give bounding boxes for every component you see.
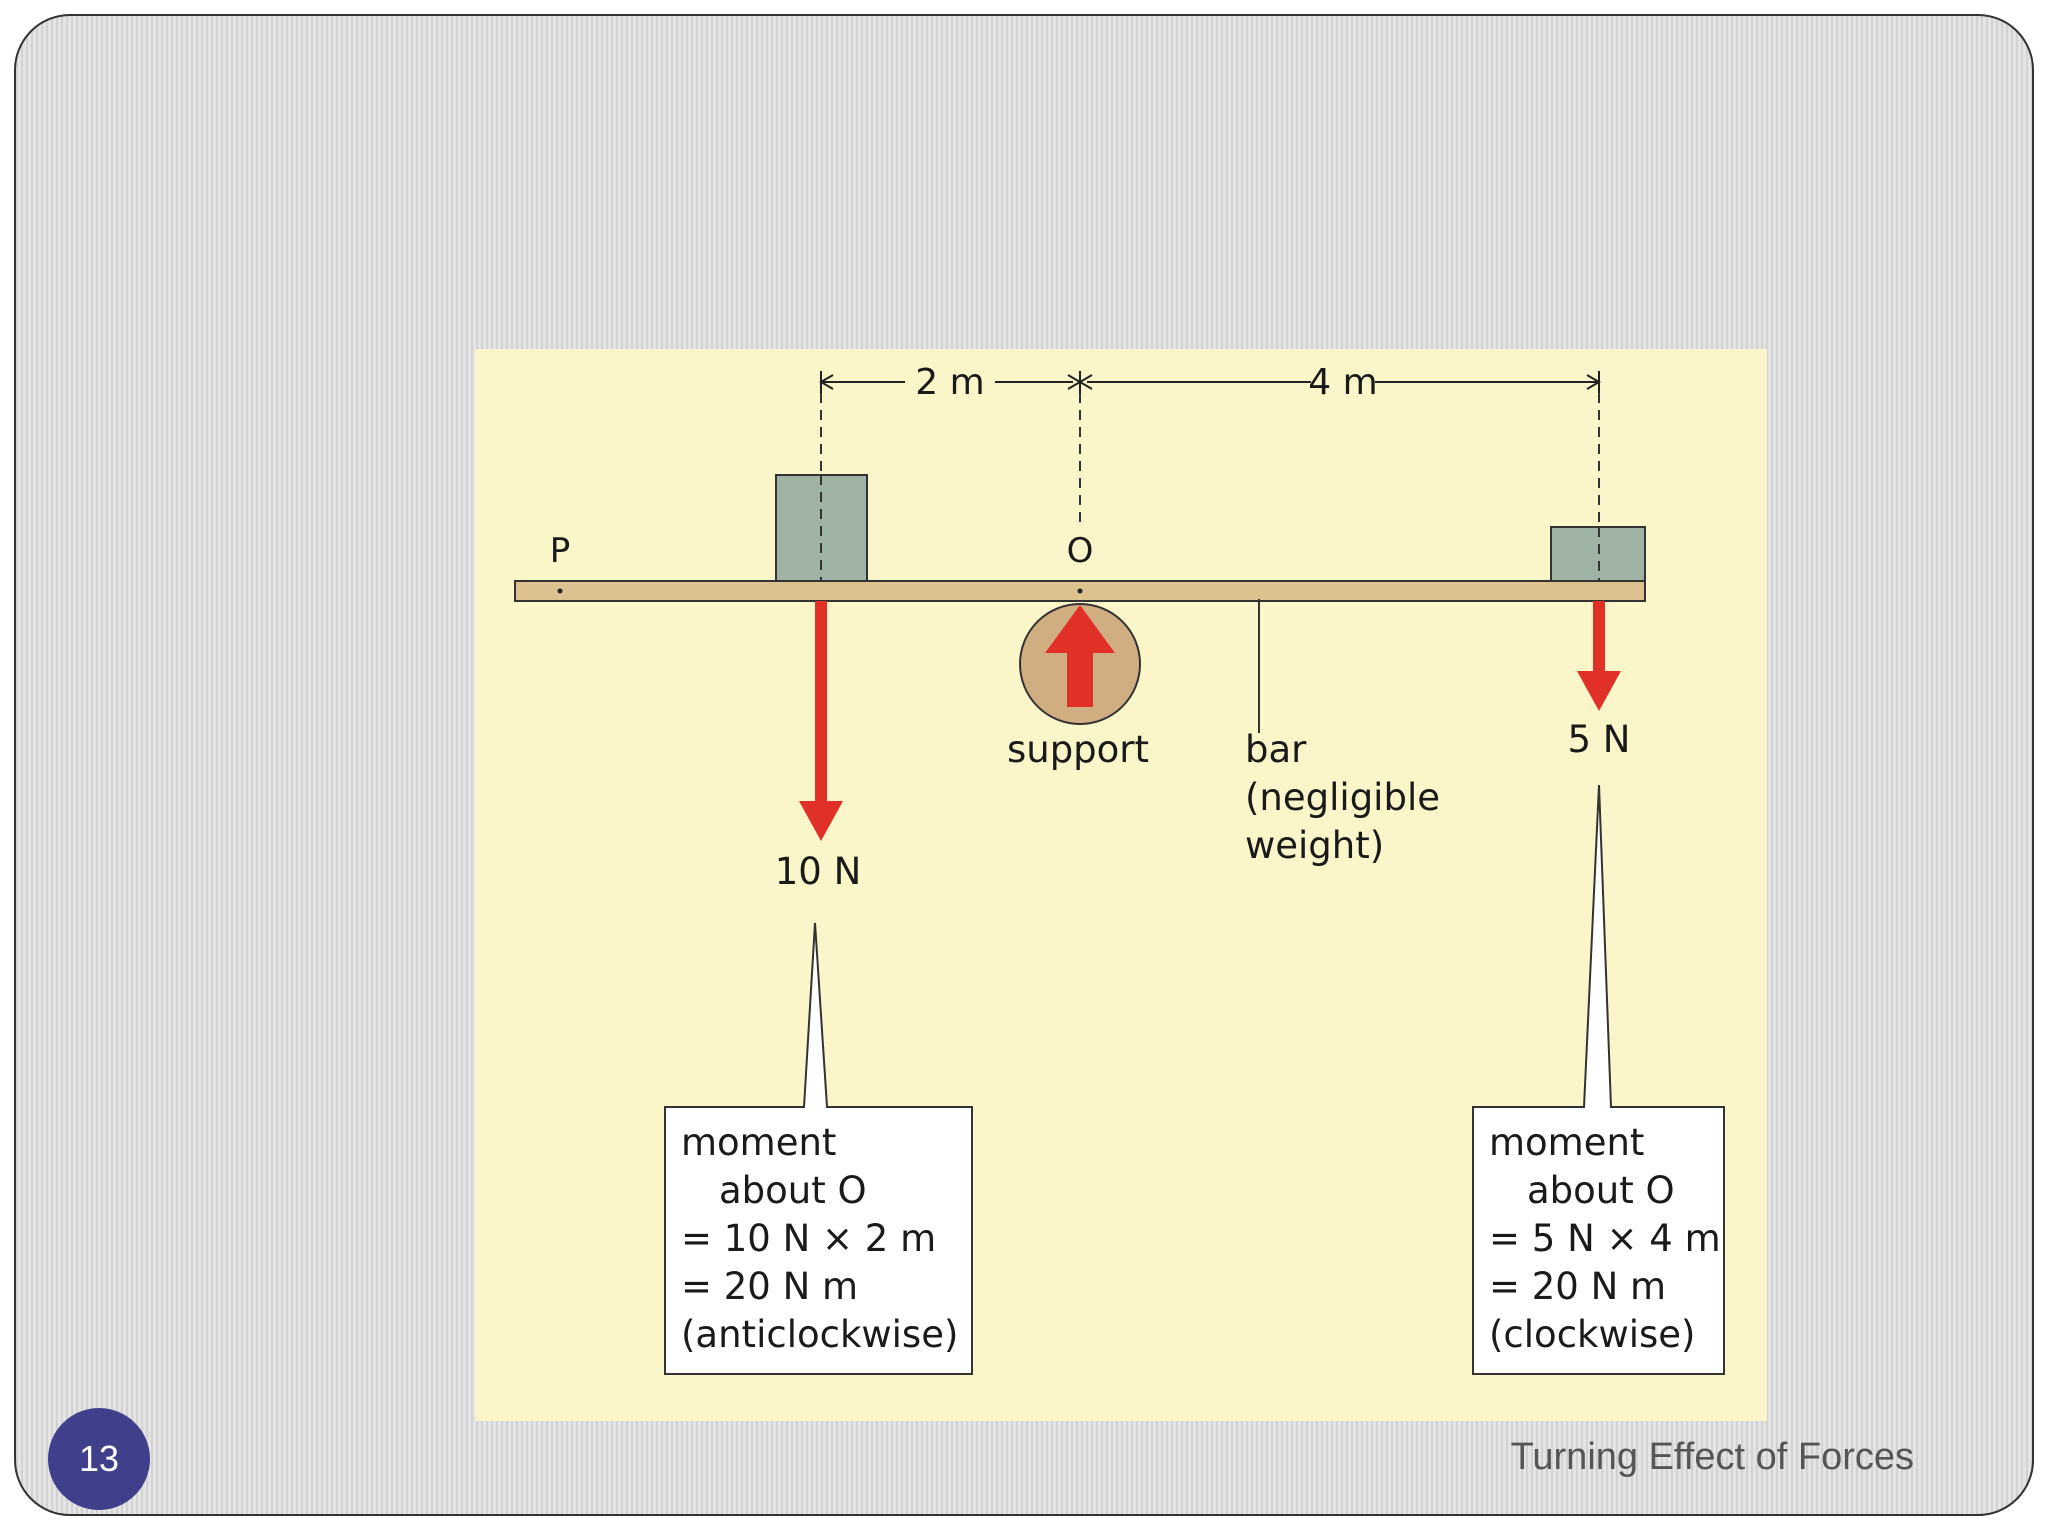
left-callout-line2: about O xyxy=(719,1169,867,1212)
right-callout-line5: (clockwise) xyxy=(1489,1313,1696,1356)
right-force-label: 5 N xyxy=(1568,718,1631,761)
right-callout-text: moment about O = 5 N × 4 m = 20 N m (clo… xyxy=(1489,1119,1721,1359)
right-force-arrow xyxy=(1577,601,1621,711)
point-p-dot xyxy=(557,588,563,594)
point-o-label: O xyxy=(1067,531,1094,571)
right-moment-callout xyxy=(1472,784,1725,1375)
bar-label-line3: weight) xyxy=(1245,824,1384,867)
left-force-arrow xyxy=(799,601,843,841)
left-callout-text: moment about O = 10 N × 2 m = 20 N m (an… xyxy=(681,1119,958,1359)
page-number-badge: 13 xyxy=(48,1408,150,1510)
dimension-left-label: 2 m xyxy=(915,362,984,403)
left-callout-line4: = 20 N m xyxy=(681,1265,859,1308)
right-callout-line3: = 5 N × 4 m xyxy=(1489,1217,1721,1260)
support-label: support xyxy=(1007,728,1149,771)
point-p-label: P xyxy=(550,531,571,571)
support-force-arrow xyxy=(1045,605,1115,707)
left-callout-line5: (anticlockwise) xyxy=(681,1313,959,1356)
right-callout-line2: about O xyxy=(1527,1169,1675,1212)
right-callout-line1: moment xyxy=(1489,1121,1645,1164)
left-callout-line3: = 10 N × 2 m xyxy=(681,1217,937,1260)
footer-title: Turning Effect of Forces xyxy=(1510,1436,1914,1478)
dashed-guides xyxy=(820,393,1600,585)
point-o-dot xyxy=(1077,588,1083,594)
bar-label-line2: (negligible xyxy=(1245,776,1440,819)
left-moment-callout xyxy=(664,922,973,1375)
left-force-label: 10 N xyxy=(775,850,862,893)
slide: 2 m 4 m P O support xyxy=(14,14,2034,1516)
left-callout-line1: moment xyxy=(681,1121,837,1164)
right-callout-line4: = 20 N m xyxy=(1489,1265,1667,1308)
dimension-lines xyxy=(819,371,1601,393)
lever-diagram-svg: 2 m 4 m P O support xyxy=(514,362,1725,1375)
bar-label-line1: bar xyxy=(1245,728,1307,771)
lever-diagram: 2 m 4 m P O support xyxy=(475,349,1767,1421)
dimension-right-label: 4 m xyxy=(1308,362,1377,403)
